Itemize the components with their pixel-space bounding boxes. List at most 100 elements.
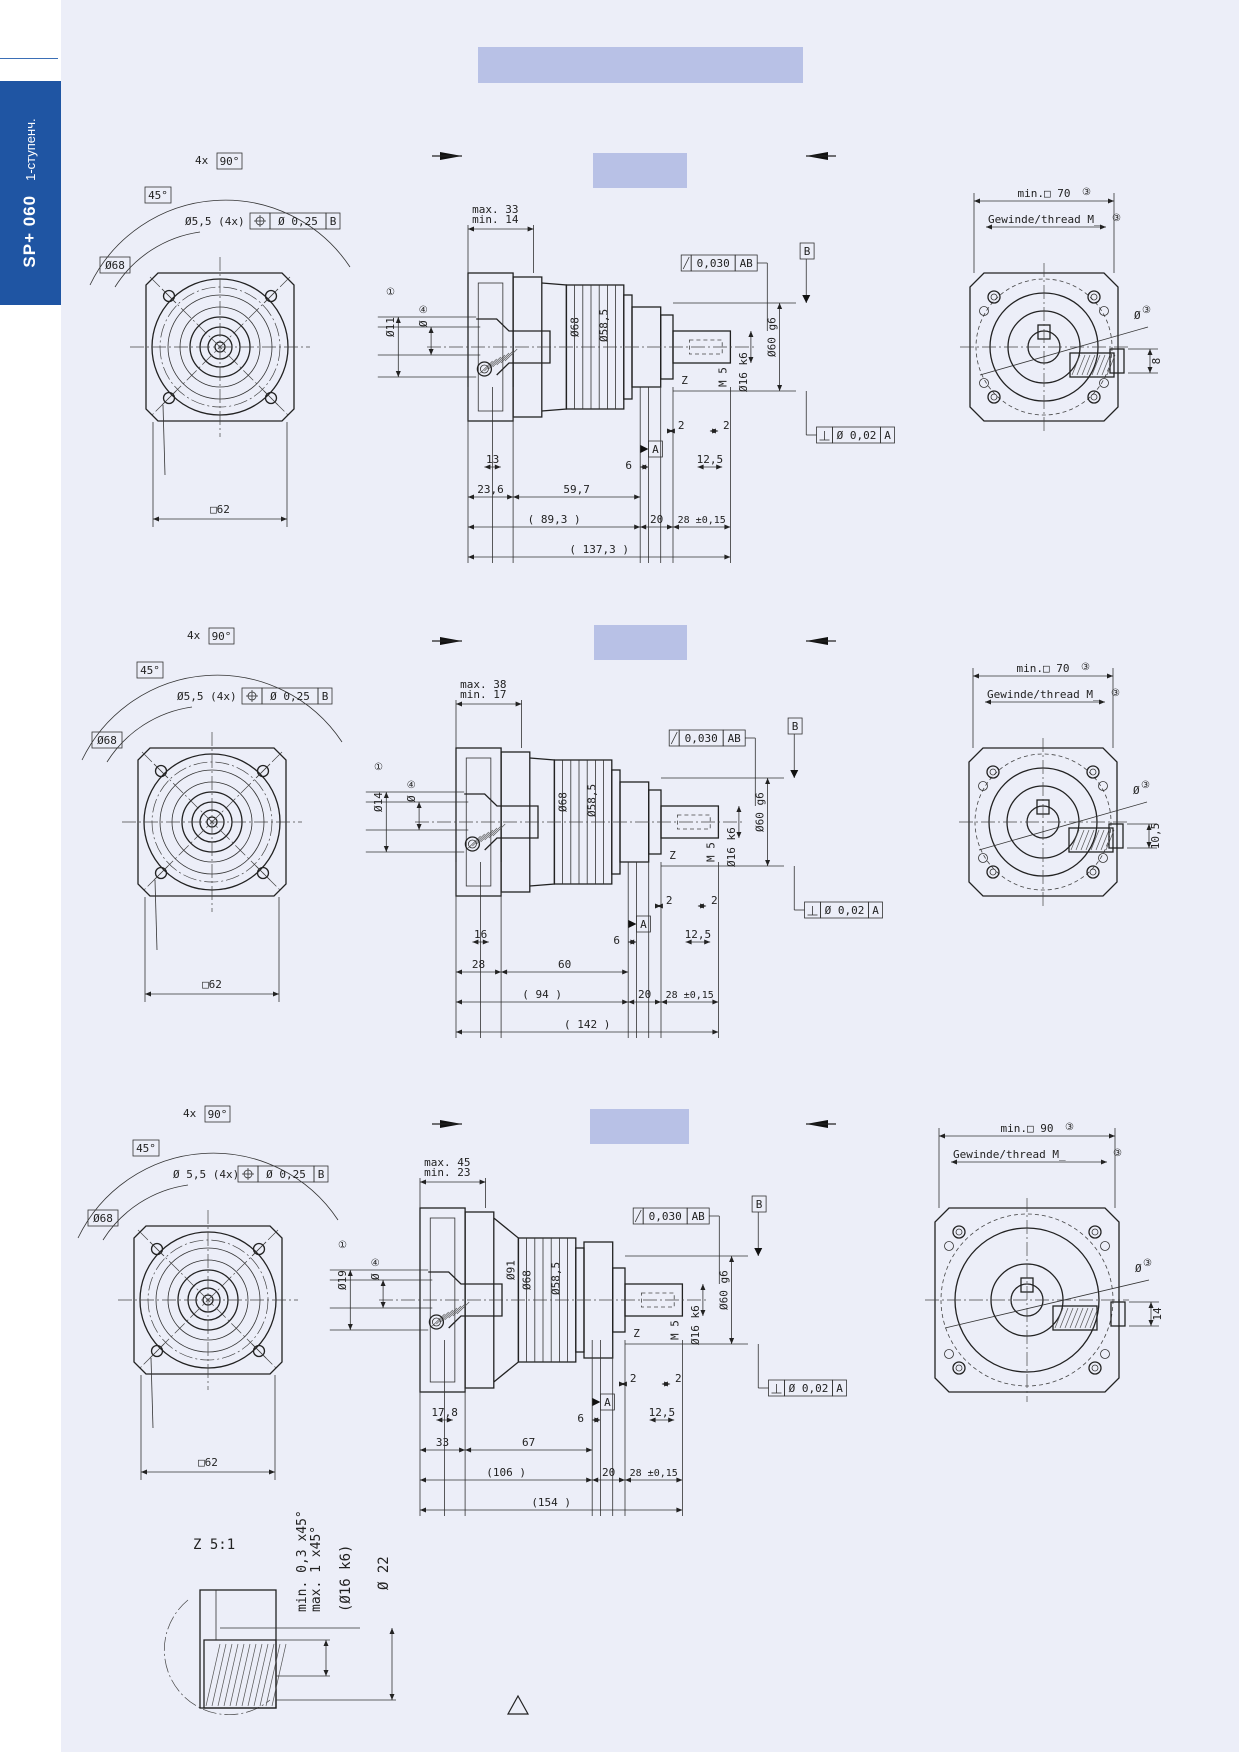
dimension-label: 28 [472, 958, 485, 971]
runout-tol-box-text: 0,030 [685, 732, 718, 745]
perp-tol-box-text: Ø 0,02 [825, 904, 865, 917]
note-marker: ③ [1141, 780, 1150, 791]
end-tap-hole [944, 1241, 954, 1251]
key-width: 8 [1150, 358, 1163, 365]
thread-label: Gewinde/thread M_ [987, 688, 1100, 701]
dimension-label: 12,5 [697, 453, 724, 466]
dimension-label: 13 [486, 453, 499, 466]
input-coupling [476, 318, 551, 376]
dimension-label: 28 ±0,15 [630, 1468, 678, 1479]
hole-spec: Ø5,5 (4x) [177, 690, 237, 703]
mounting-hole [154, 866, 168, 880]
thread-spec: M 5 [668, 1320, 681, 1340]
chamfer-min: min. 0,3 x45° [295, 1510, 310, 1612]
end-bolt-hole [952, 1361, 966, 1375]
dimension-label: ( 89,3 ) [528, 513, 581, 526]
end-bolt-hole [1087, 390, 1101, 404]
flange-outline [133, 1225, 283, 1375]
end-tap-hole [1098, 781, 1108, 791]
dimension-label: 16 [474, 928, 487, 941]
pitch-count: 4x [195, 154, 209, 167]
min-square: min.□ 70 [1018, 187, 1071, 200]
output-shaft-dia: Ø16 k6 [737, 352, 750, 392]
runout-ref-box-text: AB [740, 257, 754, 270]
output-shaft-dia: Ø16 k6 [689, 1305, 702, 1345]
pcd-box-text: Ø68 [97, 734, 117, 747]
end-bolt-hole [952, 1225, 966, 1239]
end-bolt-hole [1086, 765, 1100, 779]
pitch-count: 4x [187, 629, 201, 642]
pilot-dia: Ø60 g6 [766, 317, 779, 357]
square-dim: □62 [210, 503, 230, 516]
position-tol-box-text: Ø 0,25 [278, 215, 318, 228]
inlet-min: min. 23 [424, 1166, 470, 1179]
offset-arc [114, 231, 201, 288]
side-tab: SP+ 060 1-ступенч. [0, 81, 61, 305]
runout-tol-box-text: 0,030 [649, 1210, 682, 1223]
housing-dia-2: Ø58,5 [597, 309, 610, 342]
detail-boundary [164, 1599, 271, 1715]
mounting-hole [150, 1242, 164, 1256]
end-flange-outline [934, 1207, 1120, 1393]
perp-ref-box-text: A [872, 904, 879, 917]
end-tap-hole [979, 306, 989, 316]
datum-b-box-text: B [792, 720, 799, 733]
offset-angle-box [144, 186, 172, 204]
perp-ref-box [832, 1379, 847, 1397]
hole-small-dia: Ø [369, 1273, 382, 1280]
min-square: min.□ 90 [1001, 1122, 1054, 1135]
detail-z-marker: Z [633, 1327, 640, 1340]
datum-a-marker [628, 920, 637, 928]
pitch-count: 4x [183, 1107, 197, 1120]
end-tap-hole [1100, 1241, 1110, 1251]
right-dia: Ø [1133, 784, 1140, 797]
pitch-angle-box [216, 152, 243, 170]
clamp-screw [464, 836, 481, 852]
dimension-label: 2 [678, 419, 685, 432]
dimension-label: ( 94 ) [522, 988, 562, 1001]
dimension-label: 2 [666, 894, 673, 907]
detail-z-marker: Z [669, 849, 676, 862]
pitch-angle-box-text: 90° [208, 1108, 228, 1121]
pitch-angle-box-text: 90° [212, 630, 232, 643]
dimension-label: 33 [436, 1436, 449, 1449]
page-title-bar [478, 47, 803, 83]
hole-spec: Ø5,5 (4x) [185, 215, 245, 228]
pitch-arc [89, 199, 351, 286]
detail-shaft-dia: (Ø16 k6) [338, 1545, 354, 1612]
hole-small-dia: Ø [405, 795, 418, 802]
mounting-hole [256, 866, 270, 880]
dimension-label: 2 [723, 419, 730, 432]
detail-diameter: Ø 22 [376, 1556, 392, 1590]
inlet-min: min. 14 [472, 213, 519, 226]
end-bolt-hole [1086, 865, 1100, 879]
note-marker: ③ [1113, 1148, 1122, 1159]
end-bolt-hole [1088, 1361, 1102, 1375]
flange-outline [137, 747, 287, 897]
dimension-label: 23,6 [477, 483, 504, 496]
dimension-label: 6 [577, 1412, 584, 1425]
end-bolt-hole [987, 390, 1001, 404]
datum-b-box-text: B [756, 1198, 763, 1211]
end-tap-hole [978, 781, 988, 791]
note-marker: ③ [1081, 662, 1090, 673]
dimension-label: 17,8 [431, 1406, 458, 1419]
end-flange-outline [969, 272, 1119, 422]
note-marker: ④ [371, 1258, 380, 1269]
square-dim: □62 [202, 978, 222, 991]
min-square: min.□ 70 [1017, 662, 1070, 675]
dimension-label: 6 [613, 934, 620, 947]
runout-ref-box-text: AB [728, 732, 742, 745]
mounting-hole [256, 764, 270, 778]
perp-ref-box [868, 901, 883, 919]
end-bolt-hole [986, 765, 1000, 779]
perp-ref-box [880, 426, 895, 444]
note-marker: ① [374, 762, 383, 773]
pcd-box [99, 256, 131, 274]
offset-angle-box [136, 661, 164, 679]
note-marker: ③ [1082, 187, 1091, 198]
pilot-dia: Ø60 g6 [754, 792, 767, 832]
